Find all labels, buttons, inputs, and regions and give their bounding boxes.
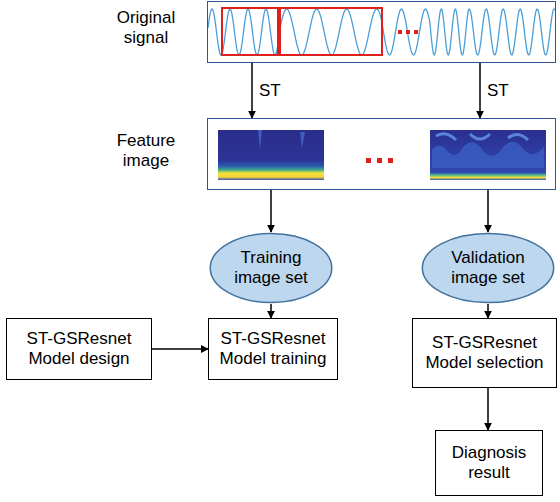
- node-label: ST-GSResnet Model design: [13, 329, 145, 370]
- process-box: ST-GSResnet Model selection: [412, 318, 557, 388]
- spectrogram-detail: [436, 134, 528, 140]
- flow-arrow: [270, 304, 272, 318]
- flow-arrow: [487, 388, 489, 430]
- dataset-ellipse: Validation image set: [421, 232, 555, 304]
- node-label: Diagnosis result: [442, 443, 536, 484]
- node-label: ST-GSResnet Model selection: [419, 333, 550, 374]
- panel-heading: Original signal: [100, 8, 192, 49]
- result-box: Diagnosis result: [435, 430, 543, 496]
- edge-label: ST: [257, 81, 283, 101]
- spectrogram: [430, 130, 546, 180]
- flow-arrow: [487, 190, 489, 232]
- feature-panel: Feature image: [207, 118, 556, 190]
- signal-panel: Original signal: [207, 1, 556, 63]
- flow-arrow: [479, 63, 481, 118]
- window-frame: [222, 8, 278, 55]
- window-frame: [280, 8, 382, 55]
- process-box: ST-GSResnet Model design: [6, 318, 152, 380]
- spectrogram: [218, 130, 324, 180]
- dataset-ellipse: Training image set: [209, 232, 333, 304]
- process-box: ST-GSResnet Model training: [208, 318, 338, 380]
- flow-arrow: [251, 63, 253, 118]
- spectrogram-detail: [432, 142, 544, 168]
- signal-wave: [208, 9, 555, 55]
- spectrogram-detail: [258, 130, 305, 150]
- flow-arrow: [152, 348, 208, 350]
- edge-label: ST: [485, 81, 511, 101]
- flow-arrow: [487, 304, 489, 318]
- node-label: Validation image set: [436, 248, 540, 289]
- node-label: ST-GSResnet Model training: [215, 329, 331, 370]
- panel-heading: Feature image: [100, 131, 192, 172]
- flow-arrow: [270, 190, 272, 232]
- ellipsis-dots: [366, 30, 418, 163]
- node-label: Training image set: [223, 248, 319, 289]
